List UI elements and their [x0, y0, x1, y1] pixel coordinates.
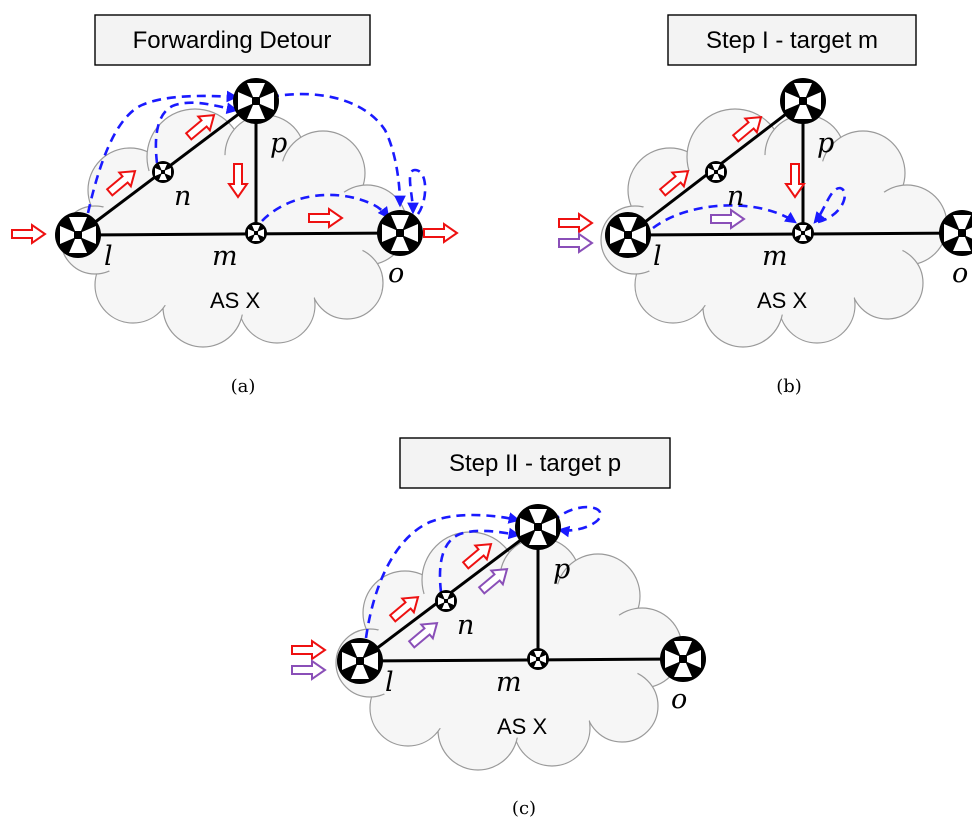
traffic-arrow: [423, 223, 458, 243]
link-l-o: [359, 657, 684, 663]
router-p-icon: [515, 504, 561, 550]
detour-path: [364, 512, 521, 639]
node-label-n: n: [174, 181, 191, 212]
link-l-o: [77, 231, 401, 237]
router-p-icon: [233, 78, 279, 124]
detour-path: [551, 505, 602, 538]
caption: (c): [512, 798, 536, 819]
traffic-arrow: [558, 213, 593, 233]
panel-title: Forwarding Detour: [133, 27, 332, 54]
probe-arrow: [291, 660, 326, 680]
node-label-m: m: [496, 667, 522, 698]
node-label-l: l: [653, 241, 662, 272]
traffic-arrow: [11, 224, 46, 244]
router-l-icon: [55, 212, 101, 258]
node-label-m: m: [212, 241, 238, 272]
router-o-icon: [660, 636, 706, 682]
panel-title: Step I - target m: [706, 27, 878, 54]
as-label: AS X: [210, 288, 260, 313]
detour-path: [813, 186, 846, 224]
caption: (b): [776, 376, 802, 397]
node-label-o: o: [952, 258, 968, 289]
panel-c: Step II - target p l n p m o AS X (c): [291, 437, 706, 819]
detour-path: [269, 92, 406, 208]
detour-path: [261, 193, 390, 222]
detour-path: [652, 204, 797, 230]
node-label-n: n: [727, 181, 744, 212]
router-n-icon: [705, 161, 727, 183]
node-label-o: o: [671, 684, 687, 715]
caption: (a): [231, 376, 256, 397]
detour-path: [438, 527, 521, 593]
router-l-icon: [337, 638, 383, 684]
panel-title: Step II - target p: [449, 450, 621, 477]
detour-path: [154, 101, 239, 164]
detour-path: [407, 168, 427, 215]
node-label-n: n: [457, 610, 474, 641]
as-label: AS X: [497, 714, 547, 739]
title-box: [399, 437, 671, 489]
node-label-o: o: [388, 258, 404, 289]
detour-path: [86, 90, 239, 214]
router-n-icon: [435, 590, 457, 612]
router-m-icon: [792, 222, 814, 244]
panel-a: Forwarding Detour l n p m o AS X (a): [11, 14, 458, 397]
node-label-p: p: [817, 128, 834, 159]
node-label-l: l: [385, 667, 394, 698]
as-label: AS X: [757, 288, 807, 313]
router-l-icon: [605, 212, 651, 258]
panel-b: Step I - target m l n p m o AS X (b): [558, 14, 972, 397]
router-o-icon: [377, 210, 423, 256]
router-m-icon: [527, 648, 549, 670]
traffic-arrow: [291, 640, 326, 660]
node-label-p: p: [270, 128, 287, 159]
probe-arrow: [558, 233, 593, 253]
node-label-l: l: [104, 241, 113, 272]
router-p-icon: [780, 78, 826, 124]
node-label-p: p: [553, 554, 570, 585]
title-box: [94, 14, 371, 66]
router-m-icon: [245, 222, 267, 244]
title-box: [667, 14, 917, 66]
node-label-m: m: [762, 241, 788, 272]
router-n-icon: [152, 161, 174, 183]
